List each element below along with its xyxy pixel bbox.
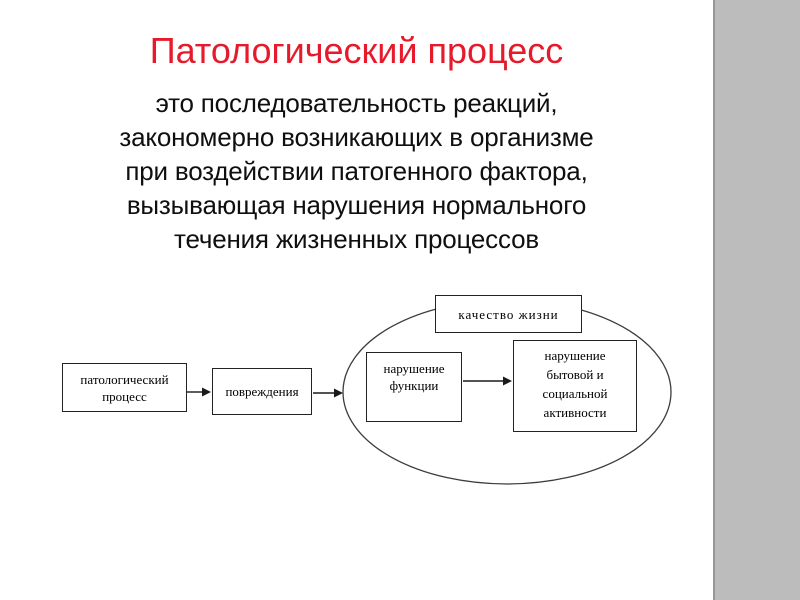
body-line: это последовательность реакций, xyxy=(155,88,558,118)
flow-box-quality-of-life: качество жизни xyxy=(435,295,582,333)
flow-box-activity-disorder: нарушение бытовой и социальной активност… xyxy=(513,340,637,432)
body-line: вызывающая нарушения нормального xyxy=(126,190,587,220)
slide-title: Патологический процесс xyxy=(149,30,564,71)
body-line: течения жизненных процессов xyxy=(174,224,539,254)
flow-box-damage: повреждения xyxy=(212,368,312,415)
slide-body-text: это последовательность реакций, закономе… xyxy=(0,86,713,256)
body-line: закономерно возникающих в организме xyxy=(119,122,594,152)
arrow-function-to-activity-head xyxy=(503,376,512,386)
flow-box-pathological-process: патологический процесс xyxy=(62,363,187,412)
arrow-damage-to-ellipse-head xyxy=(334,388,343,398)
flow-box-function-disorder: нарушение функции xyxy=(366,352,462,422)
body-line: при воздействии патогенного фактора, xyxy=(125,156,588,186)
right-gray-panel xyxy=(713,0,800,600)
arrow-process-to-damage-head xyxy=(202,387,211,397)
